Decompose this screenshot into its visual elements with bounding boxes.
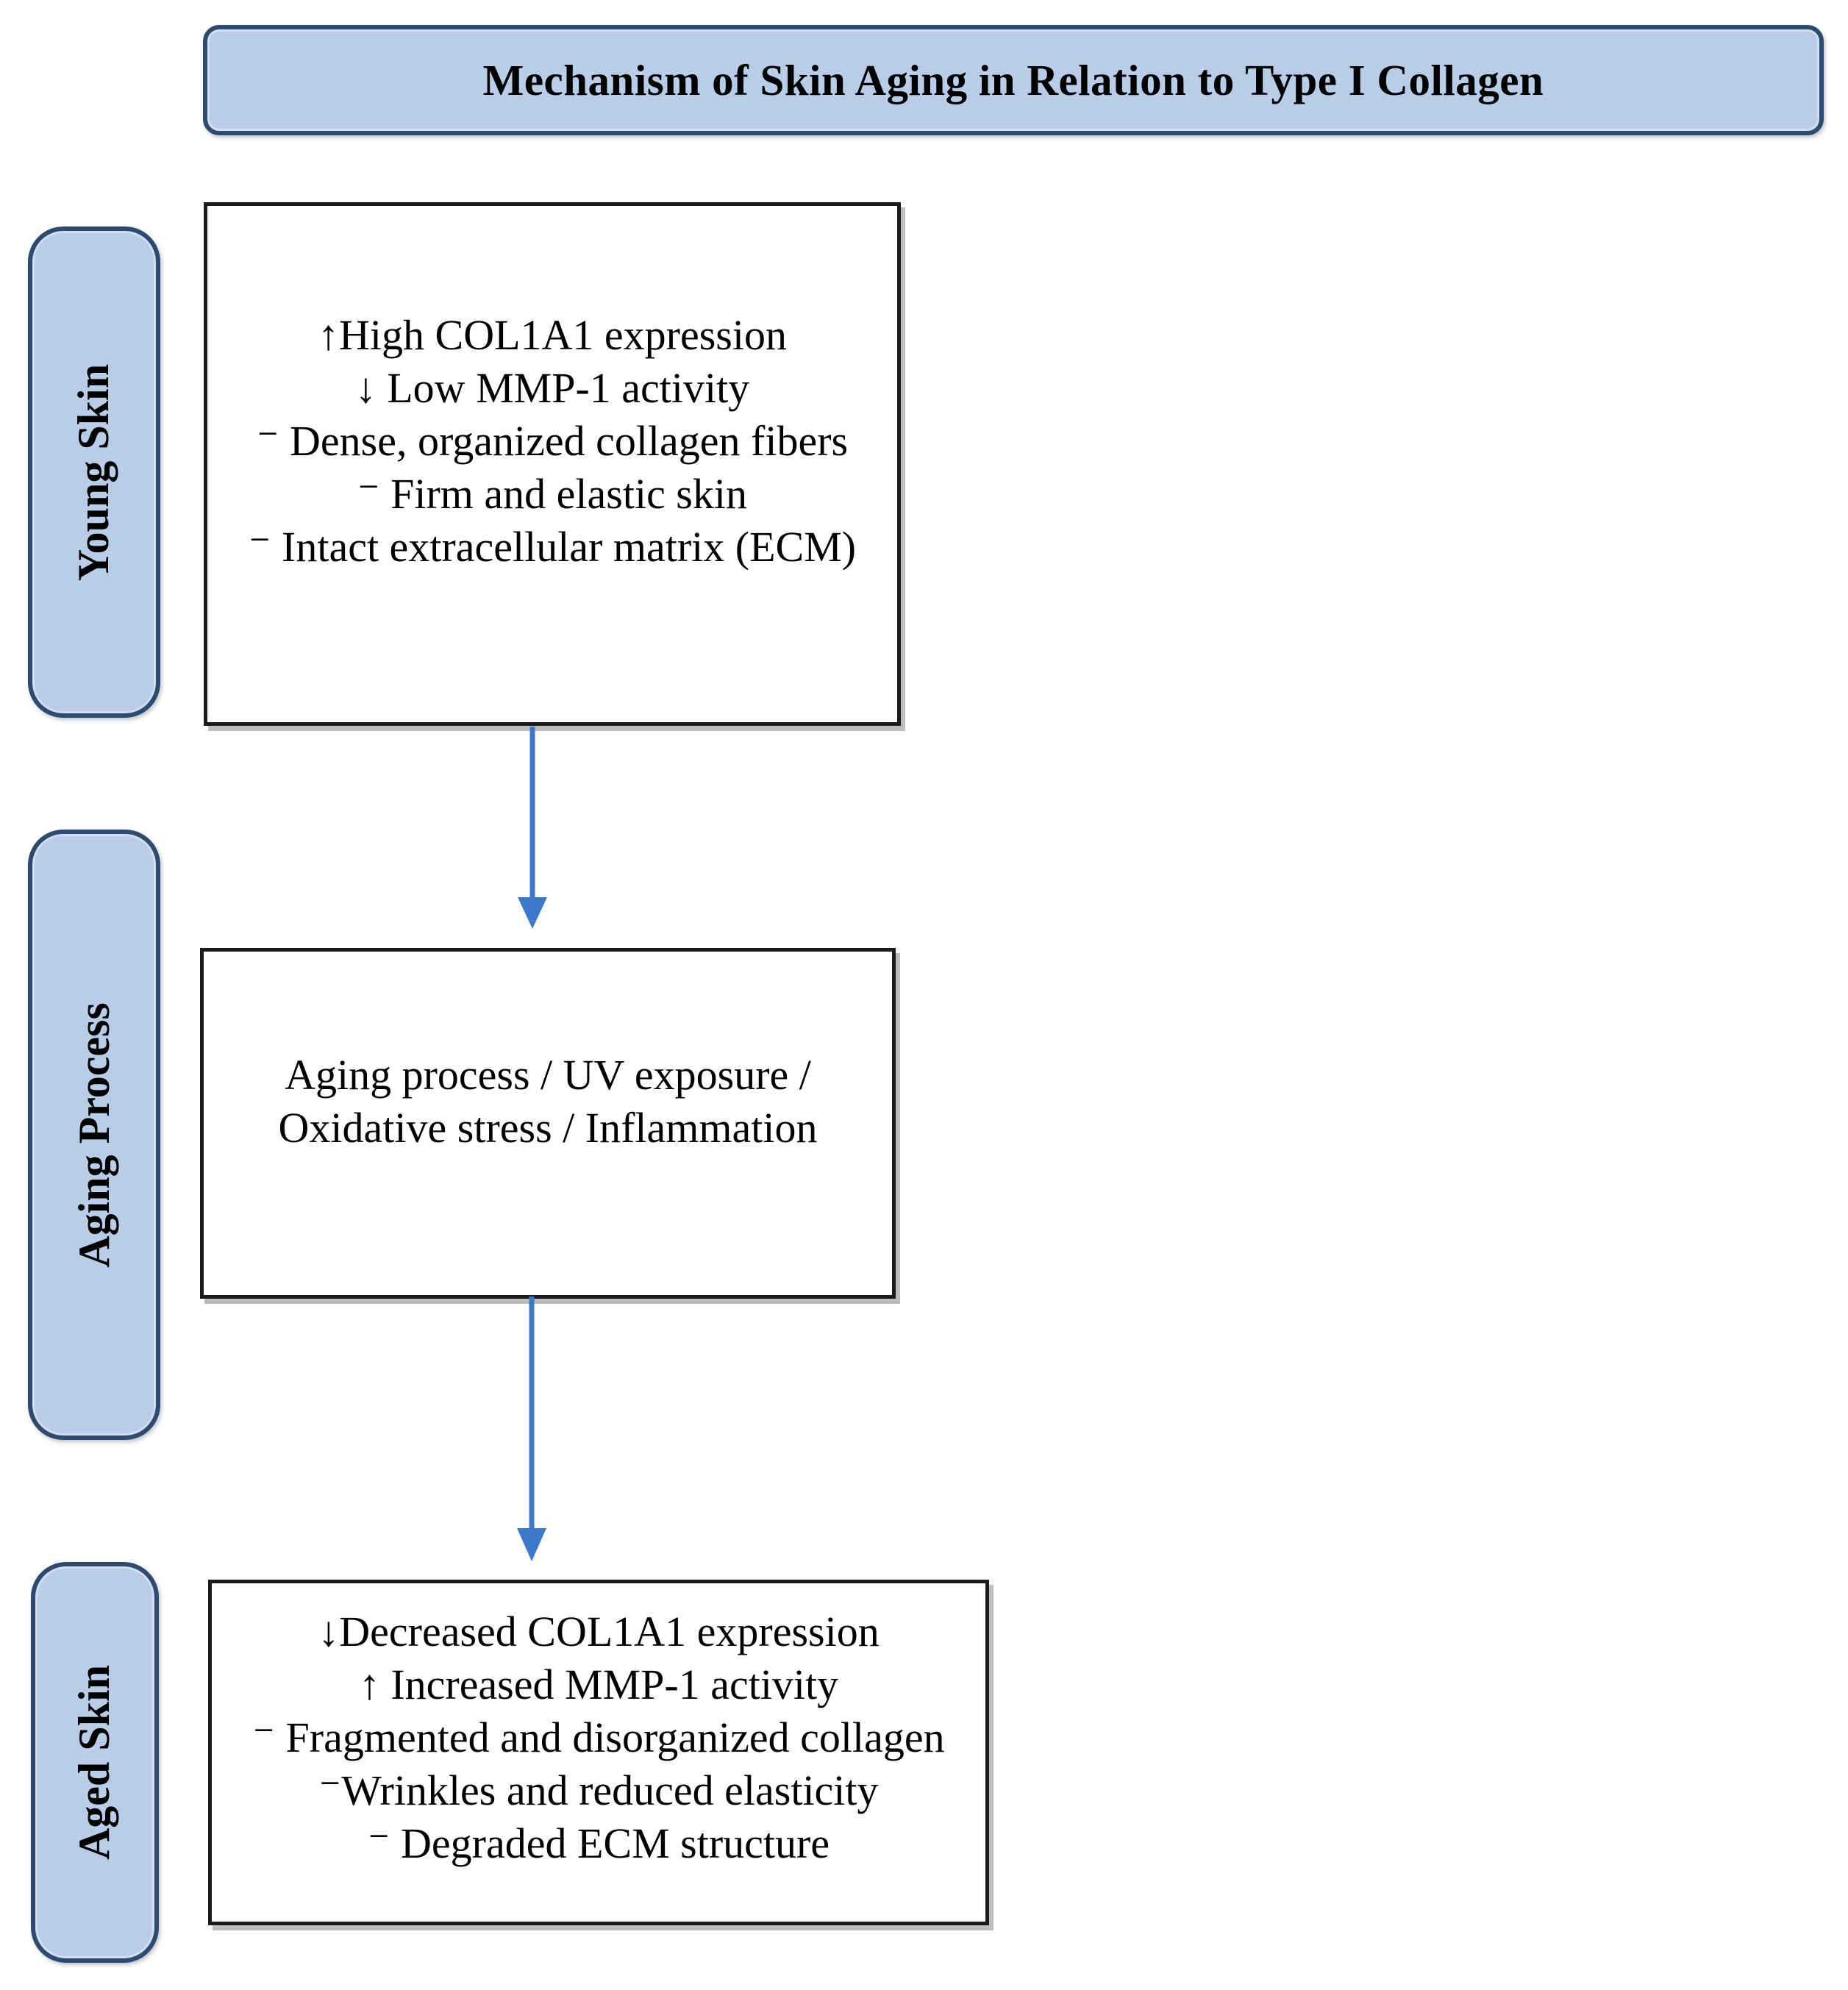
superscript-dash-icon: ⁻ bbox=[318, 1766, 342, 1814]
diagram-title: Mechanism of Skin Aging in Relation to T… bbox=[482, 55, 1544, 104]
stage-line-text: Decreased COL1A1 expression bbox=[339, 1608, 880, 1655]
stage-line: ⁻ Dense, organized collagen fibers bbox=[207, 415, 897, 468]
side-label-aging-process: Aging Process bbox=[28, 830, 160, 1440]
stage-line-text: Degraded ECM structure bbox=[390, 1819, 830, 1867]
down-arrow-icon: ↓ bbox=[354, 364, 377, 412]
superscript-dash-icon: ⁻ bbox=[256, 417, 279, 465]
stage-line: ↓Decreased COL1A1 expression bbox=[212, 1605, 985, 1658]
side-label-young-skin-text: Young Skin bbox=[69, 363, 118, 581]
stage-box-aged-skin: ↓Decreased COL1A1 expression ↑ Increased… bbox=[208, 1580, 989, 1925]
stage-line-text: Intact extracellular matrix (ECM) bbox=[271, 523, 857, 571]
stage-line-text: Low MMP-1 activity bbox=[376, 364, 750, 412]
up-arrow-icon: ↑ bbox=[318, 311, 340, 359]
stage-line-text: Firm and elastic skin bbox=[379, 470, 747, 518]
stage-box-aging-process: Aging process / UV exposure / Oxidative … bbox=[200, 948, 896, 1299]
side-label-young-skin: Young Skin bbox=[28, 227, 160, 718]
stage-box-young-skin: ↑High COL1A1 expression ↓ Low MMP-1 acti… bbox=[204, 202, 901, 726]
up-arrow-icon: ↑ bbox=[358, 1661, 380, 1708]
stage-young-skin-text: ↑High COL1A1 expression ↓ Low MMP-1 acti… bbox=[207, 309, 897, 574]
superscript-dash-icon: ⁻ bbox=[367, 1819, 390, 1867]
stage-line: ⁻ Fragmented and disorganized collagen bbox=[212, 1711, 985, 1764]
down-arrow-connector-young-to-aging bbox=[518, 727, 547, 929]
stage-line: Oxidative stress / Inflammation bbox=[204, 1102, 892, 1155]
stage-line-text: Wrinkles and reduced elasticity bbox=[341, 1766, 879, 1814]
diagram-title-box: Mechanism of Skin Aging in Relation to T… bbox=[203, 25, 1824, 135]
stage-line: ↑ Increased MMP-1 activity bbox=[212, 1658, 985, 1711]
stage-line: ⁻ Intact extracellular matrix (ECM) bbox=[207, 521, 897, 574]
superscript-dash-icon: ⁻ bbox=[252, 1713, 276, 1761]
side-label-aging-process-text: Aging Process bbox=[69, 1002, 118, 1268]
stage-aging-process-text: Aging process / UV exposure / Oxidative … bbox=[204, 1049, 892, 1155]
stage-line: ↑High COL1A1 expression bbox=[207, 309, 897, 362]
stage-line: ⁻Wrinkles and reduced elasticity bbox=[212, 1764, 985, 1817]
stage-line: ⁻ Firm and elastic skin bbox=[207, 468, 897, 521]
stage-aged-skin-text: ↓Decreased COL1A1 expression ↑ Increased… bbox=[212, 1605, 985, 1870]
side-label-aged-skin-text: Aged Skin bbox=[70, 1664, 119, 1861]
superscript-dash-icon: ⁻ bbox=[248, 523, 271, 571]
stage-line-text: High COL1A1 expression bbox=[339, 311, 787, 359]
side-label-aged-skin: Aged Skin bbox=[31, 1562, 159, 1963]
stage-line-text: Aging process / UV exposure / bbox=[285, 1051, 811, 1099]
stage-line: Aging process / UV exposure / bbox=[204, 1049, 892, 1102]
stage-line-text: Fragmented and disorganized collagen bbox=[275, 1713, 945, 1761]
superscript-dash-icon: ⁻ bbox=[357, 470, 380, 518]
stage-line: ⁻ Degraded ECM structure bbox=[212, 1817, 985, 1870]
down-arrow-icon: ↓ bbox=[318, 1608, 340, 1655]
stage-line-text: Oxidative stress / Inflammation bbox=[278, 1104, 818, 1152]
stage-line: ↓ Low MMP-1 activity bbox=[207, 362, 897, 415]
down-arrow-connector-aging-to-aged bbox=[517, 1297, 546, 1561]
stage-line-text: Dense, organized collagen fibers bbox=[279, 417, 849, 465]
stage-line-text: Increased MMP-1 activity bbox=[379, 1661, 839, 1708]
